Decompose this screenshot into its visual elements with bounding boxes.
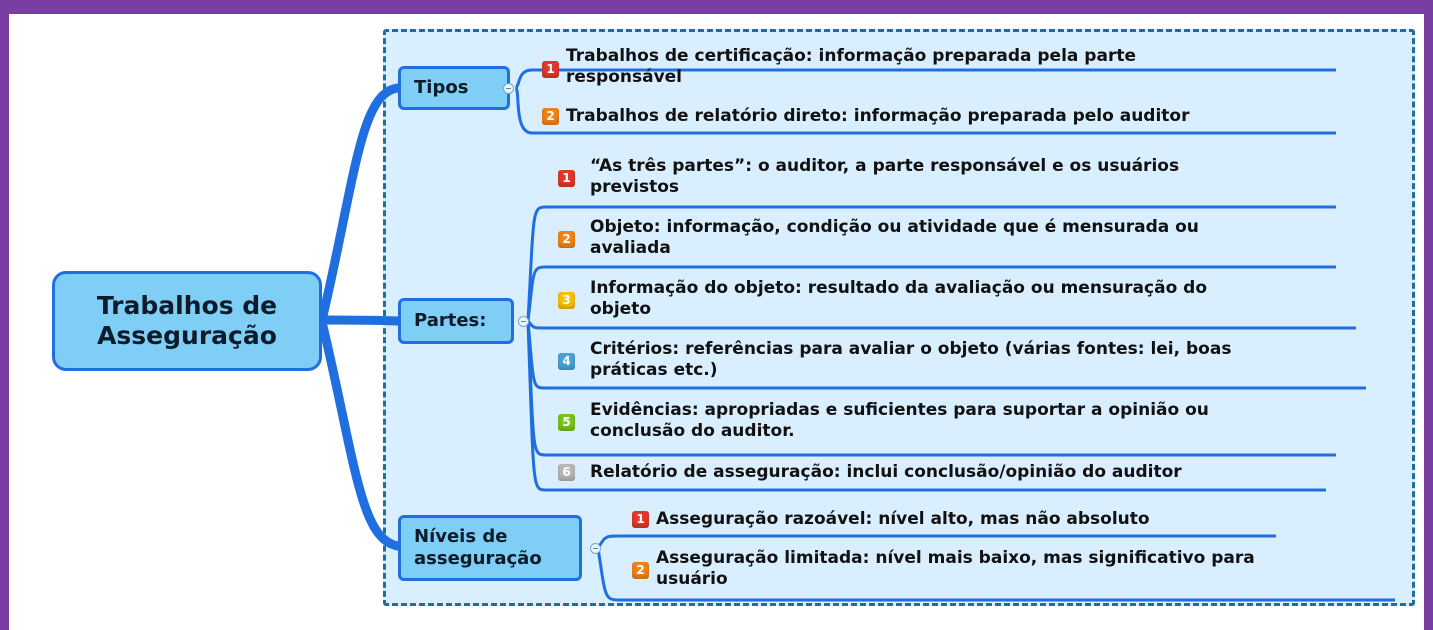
connector-tipos [317,83,403,325]
central-topic-line2: Asseguração [97,321,277,350]
collapse-partes-icon[interactable] [518,316,529,327]
branch-niveis[interactable]: Níveis de asseguração [398,515,582,581]
priority-1-icon: 1 [542,61,559,78]
priority-1-icon: 1 [558,170,575,187]
central-topic-line1: Trabalhos de [96,291,278,320]
niveis-item-1[interactable]: Asseguração razoável: nível alto, mas nã… [656,509,1150,529]
priority-2-icon: 2 [542,108,559,125]
central-topic[interactable]: Trabalhos de Asseguração [52,271,322,371]
partes-item-1[interactable]: “As três partes”: o auditor, a parte res… [590,156,1180,197]
branch-tipos[interactable]: Tipos [398,66,510,110]
priority-1-icon: 1 [632,511,649,528]
frame-left [0,0,9,630]
priority-2-icon: 2 [558,231,575,248]
priority-4-icon: 4 [558,353,575,370]
frame-top [0,0,1433,14]
niveis-item-2[interactable]: Asseguração limitada: nível mais baixo, … [656,548,1255,589]
branch-niveis-label-line1: Níveis de [414,526,508,547]
branch-partes-label: Partes: [414,310,487,331]
branches-container [383,29,1415,606]
partes-item-4[interactable]: Critérios: referências para avaliar o ob… [590,339,1232,380]
connector-partes [317,315,403,326]
connector-niveis [317,317,403,551]
partes-item-3[interactable]: Informação do objeto: resultado da avali… [590,278,1208,319]
partes-item-5[interactable]: Evidências: apropriadas e suficientes pa… [590,400,1209,441]
tipos-item-2[interactable]: Trabalhos de relatório direto: informaçã… [566,106,1190,126]
branch-niveis-label-line2: asseguração [414,548,542,569]
priority-3-icon: 3 [558,292,575,309]
partes-item-6[interactable]: Relatório de asseguração: inclui conclus… [590,462,1182,482]
partes-item-2[interactable]: Objeto: informação, condição ou atividad… [590,217,1199,258]
priority-2-icon: 2 [632,562,649,579]
frame-right [1424,0,1433,630]
priority-6-icon: 6 [558,464,575,481]
priority-5-icon: 5 [558,414,575,431]
tipos-item-1[interactable]: Trabalhos de certificação: informação pr… [566,46,1136,87]
branch-partes[interactable]: Partes: [398,298,514,344]
collapse-tipos-icon[interactable] [503,83,514,94]
branch-tipos-label: Tipos [414,77,469,98]
collapse-niveis-icon[interactable] [590,543,601,554]
